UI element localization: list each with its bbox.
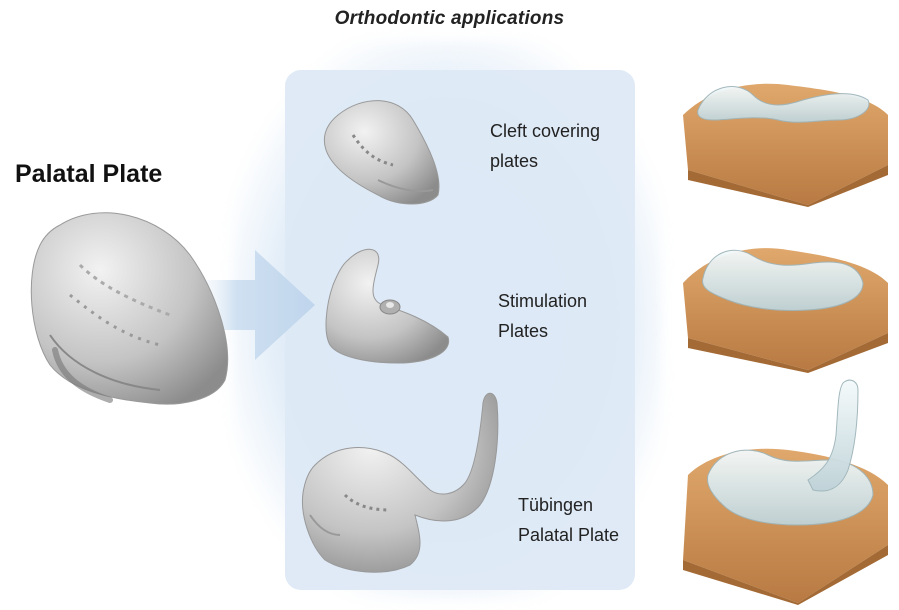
stimulation-label: Stimulation Plates — [498, 286, 587, 346]
tubingen-label-line2: Palatal Plate — [518, 520, 619, 550]
figure-title: Orthodontic applications — [0, 8, 899, 30]
stimulation-plate-image — [308, 245, 458, 370]
cleft-plate-on-model-photo — [678, 75, 896, 207]
stimulation-label-line2: Plates — [498, 316, 587, 346]
cleft-covering-label-line2: plates — [490, 146, 600, 176]
tubingen-label: Tübingen Palatal Plate — [518, 490, 619, 550]
cleft-covering-plate-image — [318, 95, 448, 210]
cleft-covering-label-line1: Cleft covering — [490, 116, 600, 146]
cleft-covering-label: Cleft covering plates — [490, 116, 600, 176]
tubingen-plate-on-model-photo — [678, 375, 896, 605]
tubingen-label-line1: Tübingen — [518, 490, 619, 520]
palatal-plate-image — [20, 205, 235, 415]
palatal-plate-label: Palatal Plate — [15, 160, 162, 189]
tubingen-plate-image — [295, 385, 505, 580]
stimulation-plate-on-model-photo — [678, 238, 896, 373]
stimulation-label-line1: Stimulation — [498, 286, 587, 316]
